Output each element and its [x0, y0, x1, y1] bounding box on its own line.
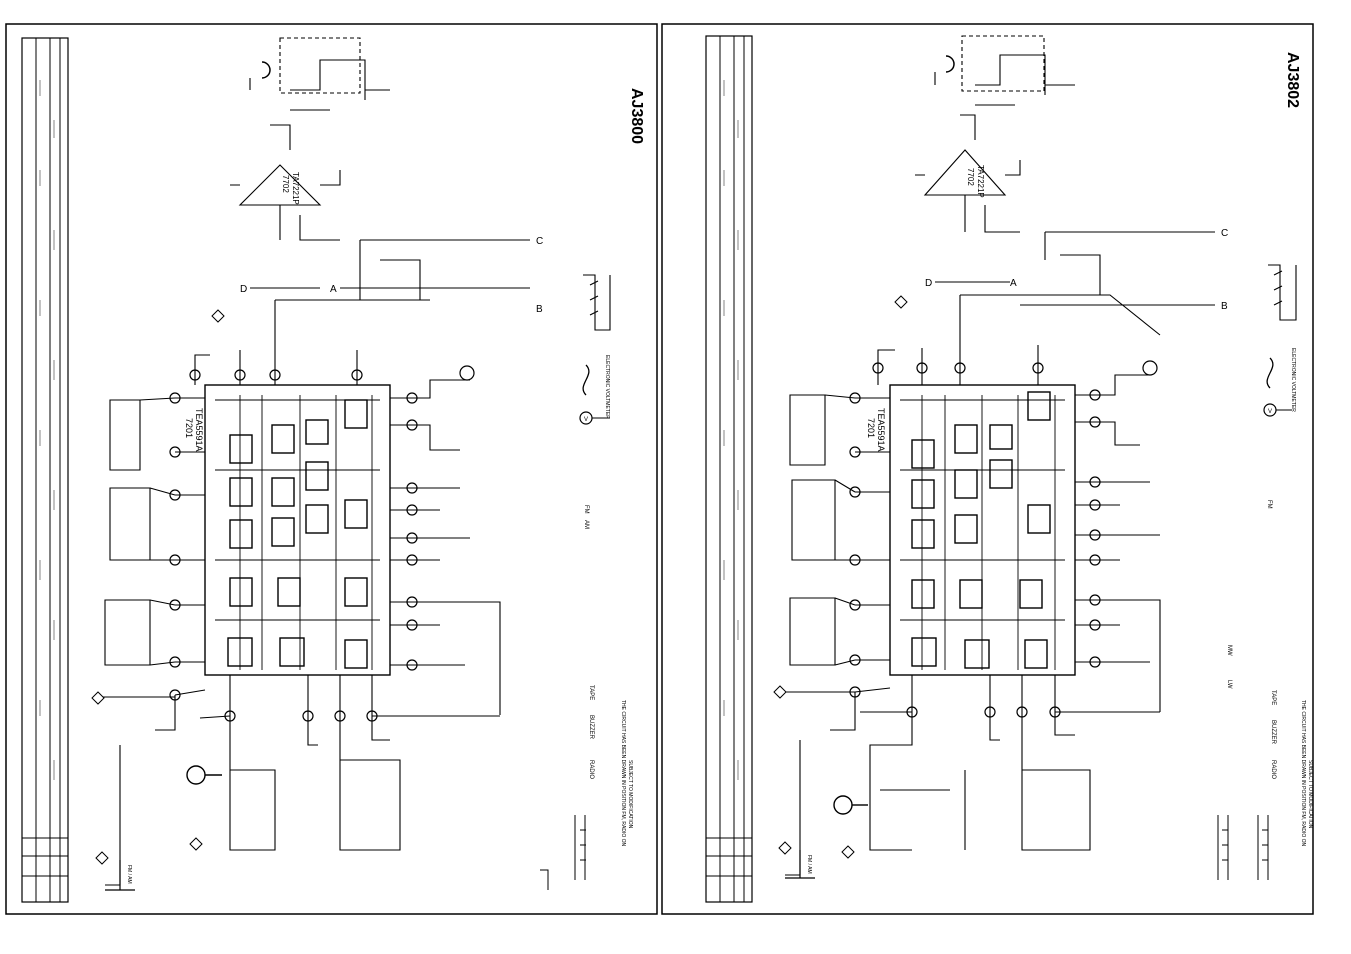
svg-text:B: B: [1221, 301, 1228, 312]
footnote-line-2: SUBJECT TO MODIFICATION: [1307, 760, 1313, 829]
connector-diamonds: [773, 295, 908, 859]
svg-text:A: A: [330, 284, 337, 295]
band-switch-glyph: [1268, 264, 1297, 321]
antenna-coil-icon: [785, 850, 815, 879]
switch-label-buzzer: BUZZER: [1270, 720, 1276, 745]
ic-7201-type: TEA5591A: [876, 408, 886, 452]
antenna-label: FM / AM: [126, 865, 132, 884]
ic-7702-ref: 7702: [281, 175, 290, 193]
headphone-jack-icon: [945, 55, 955, 73]
ic-7201-block: [204, 384, 391, 676]
connector-diamonds: [91, 309, 225, 865]
headphone-jack-icon: [261, 61, 271, 79]
wiring: [785, 54, 1215, 876]
ic-7201-ref: 7201: [184, 418, 194, 438]
headphone-switch-box: [961, 35, 1045, 92]
footnote-line-2: SUBJECT TO MODIFICATION: [627, 760, 633, 829]
terminals: D A B C: [925, 228, 1228, 312]
band-switch-glyph: [583, 274, 611, 331]
svg-text:A: A: [1010, 278, 1017, 289]
switch-contacts-diagram: [1217, 815, 1269, 880]
svg-text:D: D: [925, 278, 932, 289]
band-label-am: AM: [583, 520, 589, 529]
svg-text:C: C: [1221, 228, 1228, 239]
model-title: AJ3800: [628, 88, 645, 144]
schematic-aj3800: AJ3800: [21, 37, 645, 903]
buzzer-icon: [186, 765, 222, 785]
svg-text:B: B: [536, 304, 543, 315]
ic-pins: [849, 362, 1101, 718]
parts-list-table: [21, 37, 69, 903]
svg-text:V: V: [1268, 409, 1272, 415]
band-label-lw: LW: [1226, 680, 1232, 689]
meter-label: ELECTRONIC VOLTMETER: [604, 355, 610, 419]
transistor-icon: [459, 365, 475, 381]
switch-label-tape: TAPE: [588, 685, 594, 700]
switch-label-radio: RADIO: [1270, 760, 1276, 779]
meter-label: ELECTRONIC VOLTMETER: [1290, 348, 1296, 412]
footnote-line-1: THE CIRCUIT HAS BEEN DRAWN IN POSITION F…: [1300, 700, 1306, 847]
ic-7201-block: [889, 384, 1076, 676]
schematic-aj3802: AJ3802: [705, 35, 1313, 903]
svg-text:V: V: [584, 417, 588, 423]
switch-label-buzzer: BUZZER: [588, 715, 594, 740]
switch-label-radio: RADIO: [588, 760, 594, 779]
band-label-mw: MW: [1226, 645, 1232, 656]
parts-list-table: [705, 35, 753, 903]
band-label-fm: FM: [583, 505, 589, 514]
footnote-line-1: THE CIRCUIT HAS BEEN DRAWN IN POSITION F…: [620, 700, 626, 847]
transistor-icon: [1142, 360, 1158, 376]
svg-text:D: D: [240, 284, 247, 295]
ic-7201-ref: 7201: [866, 418, 876, 438]
ic-7702-type: TA7221P: [291, 172, 300, 205]
band-label-fm: FM: [1266, 500, 1272, 509]
antenna-coil-icon: [105, 860, 135, 891]
buzzer-icon: [833, 795, 868, 815]
terminals: D A B C: [240, 236, 543, 315]
ic-7201-type: TEA5591A: [194, 408, 204, 452]
ic-7702-ref: 7702: [966, 168, 975, 186]
headphone-switch-box: [279, 37, 361, 94]
antenna-label: FM / AM: [806, 855, 812, 874]
ic-7702-type: TA7221P: [976, 165, 985, 198]
electronic-voltmeter-symbol: V: [1263, 357, 1292, 417]
switch-label-tape: TAPE: [1270, 690, 1276, 705]
wiring: [100, 59, 530, 886]
svg-text:C: C: [536, 236, 543, 247]
switch-contacts-diagram: [540, 815, 586, 890]
model-title: AJ3802: [1284, 52, 1301, 108]
electronic-voltmeter-symbol: V: [579, 364, 610, 425]
